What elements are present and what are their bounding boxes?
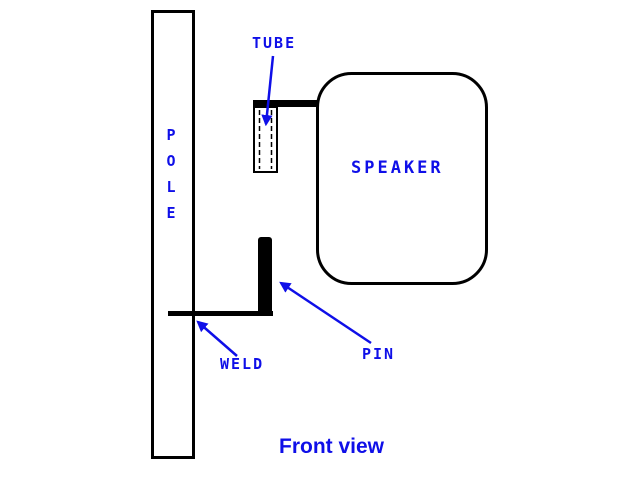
view-caption: Front view (279, 435, 385, 458)
pin-label: PIN (362, 345, 396, 363)
pole-label: POLE (162, 126, 180, 230)
tube-outline (253, 106, 278, 173)
speaker-label: SPEAKER (351, 158, 444, 178)
pole-outline (151, 10, 195, 459)
weld-bar (168, 311, 273, 316)
speaker-outline (316, 72, 488, 285)
pin-arrow (279, 281, 372, 345)
tube-label: TUBE (252, 34, 297, 52)
weld-arrow (196, 320, 238, 357)
tube-arrow (261, 55, 275, 127)
pin-bar (258, 237, 272, 315)
tube-connector-bar (253, 100, 318, 107)
weld-label: WELD (220, 355, 265, 373)
